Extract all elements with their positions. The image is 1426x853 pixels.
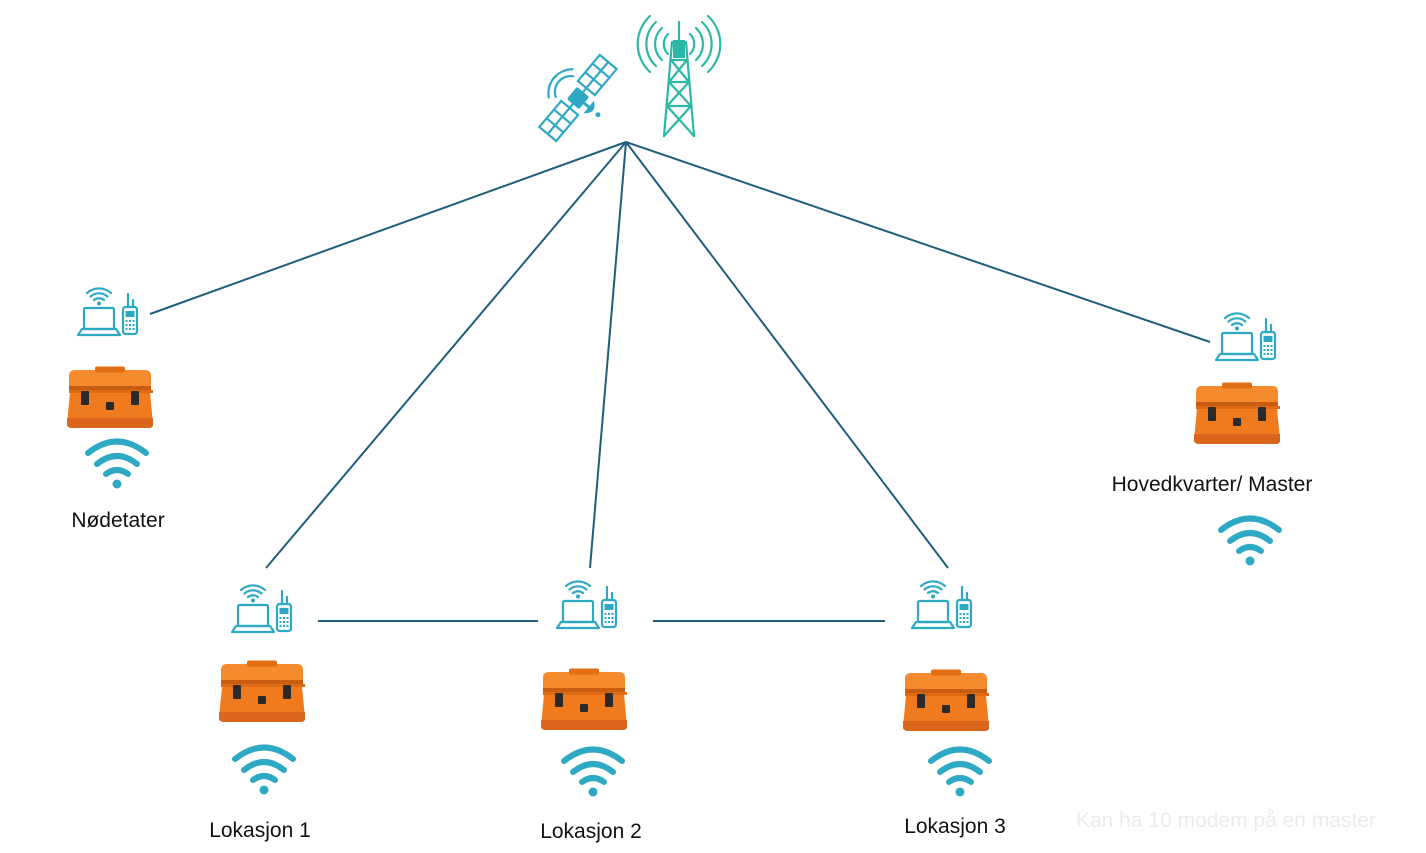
laptop-radio-icon: [230, 584, 293, 634]
satellite-icon: [537, 53, 619, 143]
link-hub-lokasjon2: [589, 141, 627, 569]
hub: [537, 14, 722, 143]
capacity-note: Kan ha 10 modem på en master: [1076, 809, 1376, 832]
wifi-icon: [88, 442, 146, 489]
node-hovedkvarter: Hovedkvarter/ Master: [1112, 312, 1313, 566]
node-label: Nødetater: [71, 509, 164, 532]
laptop-radio-icon: [76, 287, 139, 337]
wifi-icon: [1221, 519, 1279, 566]
equipment-case-icon: [67, 366, 153, 428]
wifi-icon: [564, 750, 622, 797]
node-lokasjon3: Lokasjon 3: [903, 580, 1006, 838]
node-label: Lokasjon 3: [904, 815, 1006, 838]
node-label: Lokasjon 2: [540, 820, 642, 843]
node-lokasjon2: Lokasjon 2: [540, 580, 642, 843]
equipment-case-icon: [903, 669, 989, 731]
link-hub-hovedkvarter: [625, 141, 1211, 343]
laptop-radio-icon: [555, 580, 618, 630]
link-hub-nodetater: [149, 141, 627, 315]
laptop-radio-icon: [910, 580, 973, 630]
wifi-icon: [235, 748, 293, 795]
wifi-icon: [931, 750, 989, 797]
node-label: Lokasjon 1: [209, 819, 311, 842]
equipment-case-icon: [1194, 382, 1280, 444]
node-nodetater: Nødetater: [67, 287, 165, 532]
node-lokasjon1: Lokasjon 1: [209, 584, 311, 842]
laptop-radio-icon: [1214, 312, 1277, 362]
link-hub-lokasjon3: [625, 141, 949, 569]
node-label: Hovedkvarter/ Master: [1112, 473, 1313, 496]
link-hub-lokasjon1: [265, 141, 627, 569]
cell-tower-icon: [636, 14, 722, 138]
connection-lines: [149, 141, 1211, 622]
equipment-case-icon: [219, 660, 305, 722]
equipment-case-icon: [541, 668, 627, 730]
